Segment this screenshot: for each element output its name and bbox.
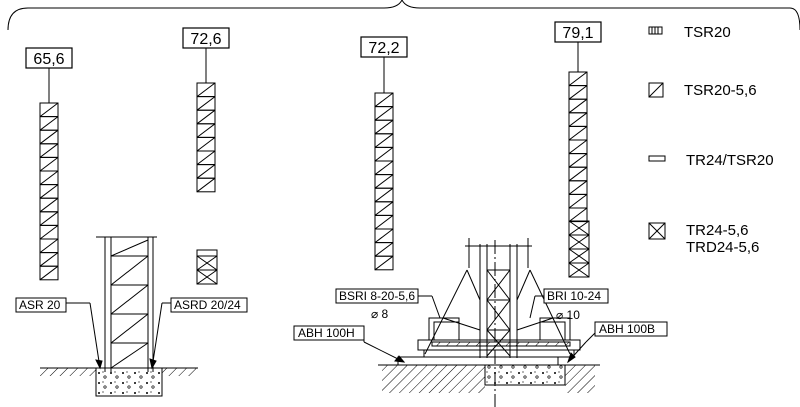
tower-1-height-label: 65,6 <box>33 51 64 68</box>
legend-label-tsr20: TSR20 <box>684 24 731 41</box>
tsr20-5-6-section-icon <box>648 82 664 98</box>
tower-3-labels: BSRI 8-20-5,6 ⌀ 8 ABH 100H <box>293 288 441 363</box>
tower-4-height-label: 79,1 <box>562 25 593 42</box>
tower-4-diameter: ⌀ 10 <box>556 308 580 322</box>
tr24-5-6-section-icon <box>648 222 666 240</box>
tr24-tsr20-adapter-icon <box>648 155 666 162</box>
tower-3-footing-label: ABH 100H <box>298 326 355 340</box>
tower-4-base-label: BRI 10-24 <box>547 289 601 303</box>
tower-3-base-label: BSRI 8-20-5,6 <box>339 289 415 303</box>
tower-1-base-label-box <box>15 297 67 313</box>
tower-1-base-label: ASR 20 <box>19 298 61 312</box>
tower-2-base-label-box <box>170 297 248 313</box>
tower-3-height-label: 72,2 <box>368 40 399 57</box>
tower-1: 65,6 ASR 20 <box>15 47 103 370</box>
tower-3-diameter: ⌀ 8 <box>371 307 389 321</box>
tower-4-labels: BRI 10-24 ⌀ 10 ABH 100B <box>529 288 668 364</box>
legend-label-tr24-tsr20: TR24/TSR20 <box>686 152 774 169</box>
tower-4-tr24-section <box>568 220 590 278</box>
tower-4-mast <box>568 71 588 223</box>
mast-segment <box>568 262 590 278</box>
tower-2-height-label: 72,6 <box>190 31 221 48</box>
tower-3: 72,2 <box>360 36 408 271</box>
tower-4-footing-label-box <box>594 321 668 337</box>
legend-item-tr24-5-6: TR24-5,6 TRD24-5,6 <box>648 222 759 256</box>
mast-segment <box>39 265 59 281</box>
legend-label-tsr20-5-6: TSR20-5,6 <box>684 82 757 99</box>
tower-4: 79,1 <box>554 21 602 278</box>
ground-mast-section <box>96 236 157 372</box>
grouping-brace <box>7 0 800 31</box>
mast-segment <box>568 207 588 223</box>
tower-2-tr24-section <box>196 255 218 285</box>
mast-segment <box>374 255 394 271</box>
tower-1-mast <box>39 102 59 281</box>
foundation-right <box>378 356 600 393</box>
tsr20-section-icon <box>648 26 663 35</box>
mast-segment <box>196 177 216 193</box>
tower-2: 72,6 ASRD 20/24 <box>149 27 248 370</box>
crane-base-frame <box>417 238 581 407</box>
legend-item-tsr20-5-6: TSR20-5,6 <box>648 82 757 99</box>
mast-segment <box>196 269 218 285</box>
tower-2-base-label: ASRD 20/24 <box>174 298 241 312</box>
foundation-left <box>40 367 198 397</box>
tower-3-mast <box>374 92 394 271</box>
legend-label-tr24-5-6: TR24-5,6 TRD24-5,6 <box>686 222 760 256</box>
tower-4-footing-label: ABH 100B <box>599 322 655 336</box>
legend: TSR20 TSR20-5,6 TR24/TSR20 TR24-5,6 TRD2… <box>648 18 798 258</box>
legend-item-tr24-tsr20: TR24/TSR20 <box>648 152 774 169</box>
tower-2-mast <box>196 82 216 193</box>
legend-item-tsr20: TSR20 <box>648 24 731 41</box>
